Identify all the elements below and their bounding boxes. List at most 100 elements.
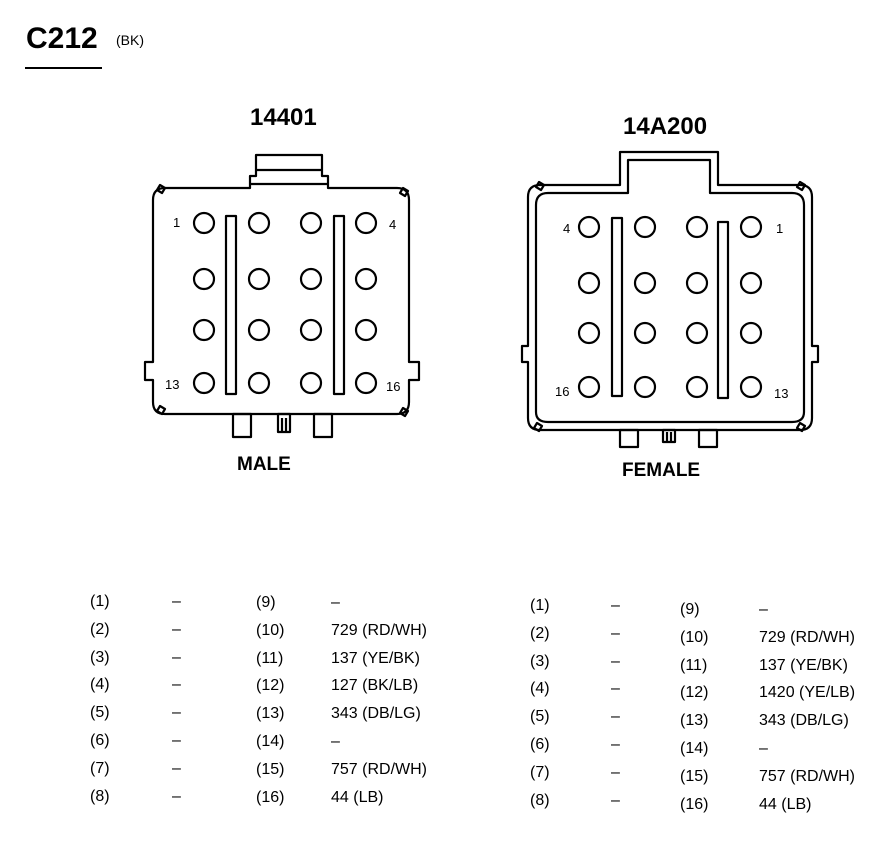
female-divider-bar	[610, 216, 624, 398]
male-pin-label-1: 1	[173, 215, 180, 230]
male-label: MALE	[237, 454, 291, 475]
pin-number: (14)	[256, 733, 285, 750]
female-pin-socket	[577, 271, 601, 295]
female-pin-socket	[685, 215, 709, 239]
male-corner-mark	[398, 406, 410, 418]
male-pin-socket	[192, 267, 216, 291]
pin-number: (4)	[90, 676, 110, 694]
pin-number: (13)	[680, 712, 709, 730]
male-pin-label-16: 16	[386, 379, 400, 394]
pin-number: (14)	[680, 740, 709, 757]
female-pin-label-1: 1	[776, 221, 783, 236]
female-bottom-tab	[697, 428, 719, 449]
male-pin-socket	[299, 211, 323, 235]
female-pin-socket	[577, 375, 601, 399]
pin-circuit: –	[172, 593, 181, 610]
male-corner-mark	[155, 404, 167, 416]
male-pin-socket	[192, 318, 216, 342]
pin-number: (11)	[256, 649, 284, 667]
male-pin-socket	[192, 371, 216, 395]
pin-circuit: –	[172, 759, 181, 777]
pin-circuit: –	[759, 601, 768, 618]
female-pin-socket	[633, 215, 657, 239]
pin-number: (8)	[90, 787, 110, 805]
pin-circuit: –	[172, 732, 181, 749]
pin-circuit: –	[611, 680, 620, 698]
female-pin-socket	[685, 375, 709, 399]
pin-number: (15)	[680, 767, 709, 785]
female-pin-socket	[739, 271, 763, 295]
pin-circuit: –	[759, 740, 768, 757]
female-pin-socket	[685, 321, 709, 345]
male-pin-socket	[354, 211, 378, 235]
pin-number: (9)	[680, 601, 700, 618]
pin-number: (16)	[256, 788, 285, 806]
pin-number: (9)	[256, 594, 276, 611]
male-corner-mark	[398, 186, 410, 198]
male-corner-mark	[155, 183, 167, 195]
female-corner-mark	[532, 421, 544, 433]
female-pin-socket	[633, 375, 657, 399]
pin-circuit: –	[331, 594, 340, 611]
pin-circuit: 757 (RD/WH)	[331, 760, 428, 778]
pin-circuit: –	[611, 763, 620, 781]
pin-circuit: –	[172, 620, 181, 638]
connector-color-code: (BK)	[116, 32, 144, 48]
female-label: FEMALE	[622, 460, 701, 481]
female-bottom-tab	[661, 428, 677, 444]
pin-number: (6)	[530, 736, 550, 753]
connector-id: C212	[26, 22, 98, 55]
pin-number: (6)	[90, 732, 110, 749]
female-part-number: 14A200	[623, 113, 708, 140]
female-corner-mark	[534, 180, 546, 192]
pin-circuit: 137 (YE/BK)	[331, 649, 420, 667]
pin-circuit: 137 (YE/BK)	[759, 656, 848, 674]
pin-circuit: 343 (DB/LG)	[331, 705, 421, 723]
female-corner-mark	[795, 180, 807, 192]
male-pin-label-13: 13	[165, 377, 179, 392]
female-divider-bar	[716, 220, 730, 400]
female-bottom-tab	[618, 428, 640, 449]
pin-number: (15)	[256, 760, 285, 778]
pin-circuit: –	[611, 597, 620, 614]
header-underline	[25, 67, 102, 69]
pin-number: (1)	[530, 597, 550, 614]
pin-number: (13)	[256, 705, 285, 723]
pin-circuit: –	[172, 648, 181, 666]
pin-number: (2)	[90, 620, 110, 638]
pin-circuit: –	[172, 787, 181, 805]
pin-number: (5)	[530, 708, 550, 726]
male-pin-socket	[247, 267, 271, 291]
pin-circuit: –	[611, 652, 620, 670]
male-divider-bar	[332, 214, 346, 396]
pin-number: (16)	[680, 795, 709, 813]
male-bottom-tab	[231, 412, 253, 439]
pin-circuit: –	[172, 704, 181, 722]
pin-circuit: –	[611, 736, 620, 753]
male-pin-socket	[247, 371, 271, 395]
male-bottom-tab	[312, 412, 334, 439]
female-pin-label-13: 13	[774, 386, 788, 401]
male-part-number: 14401	[250, 104, 317, 131]
pin-number: (10)	[680, 628, 709, 646]
male-pin-socket	[299, 318, 323, 342]
female-pin-socket	[739, 321, 763, 345]
pin-circuit: –	[331, 733, 340, 750]
pin-circuit: 44 (LB)	[331, 788, 384, 806]
pin-number: (3)	[90, 648, 110, 666]
pin-number: (12)	[680, 684, 709, 702]
pin-number: (1)	[90, 593, 110, 610]
pin-number: (8)	[530, 791, 550, 809]
female-pin-socket	[739, 215, 763, 239]
female-pin-socket	[633, 321, 657, 345]
male-pin-socket	[192, 211, 216, 235]
female-pin-label-16: 16	[555, 384, 569, 399]
pin-number: (3)	[530, 652, 550, 670]
male-pin-label-4: 4	[389, 217, 396, 232]
male-pin-socket	[354, 318, 378, 342]
pin-number: (12)	[256, 677, 285, 695]
pin-number: (7)	[530, 763, 550, 781]
female-corner-mark	[795, 421, 807, 433]
pin-circuit: 343 (DB/LG)	[759, 712, 849, 730]
